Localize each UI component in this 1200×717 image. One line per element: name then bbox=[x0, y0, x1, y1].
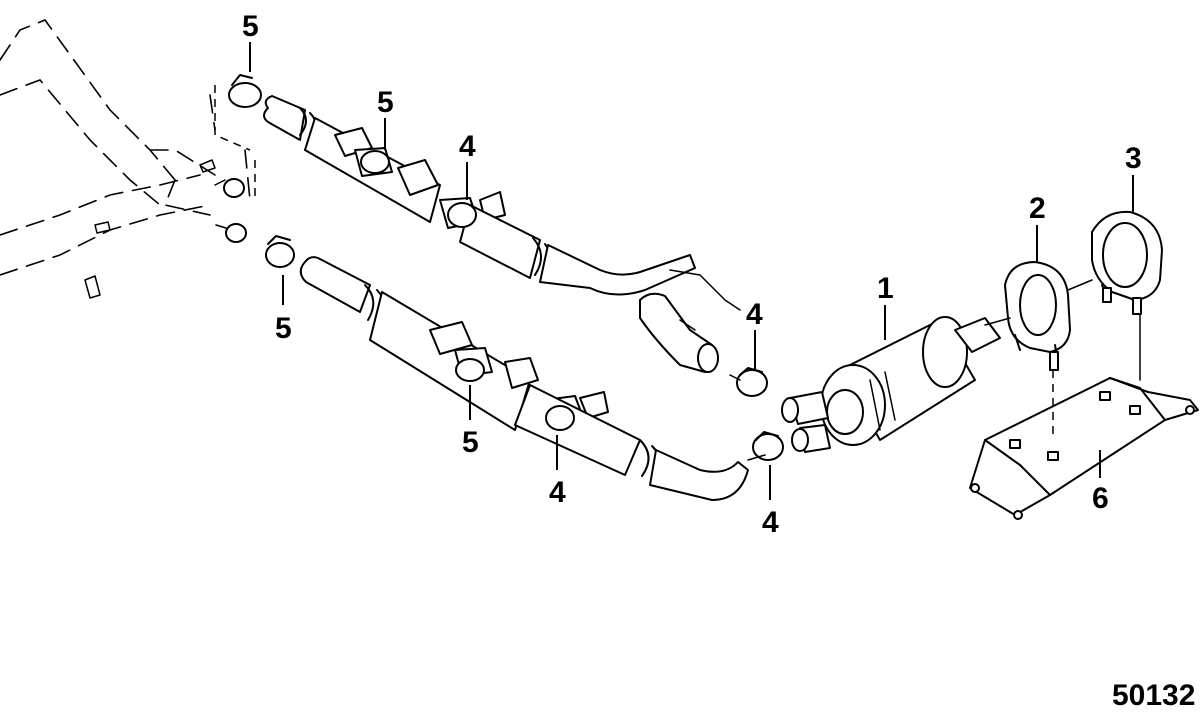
base-plate-6 bbox=[969, 377, 1199, 520]
callout-5-mid: 5 bbox=[377, 86, 394, 119]
callout-5-lower: 5 bbox=[462, 426, 479, 459]
figure-number: 50132 bbox=[1112, 679, 1195, 712]
hose-end-fittings bbox=[214, 178, 247, 243]
clamp-4-pump-upper bbox=[736, 367, 768, 397]
callout-1: 1 bbox=[877, 272, 894, 305]
assembly-lines bbox=[214, 85, 1141, 461]
callout-4-pump-lower: 4 bbox=[762, 506, 779, 539]
clamp-4-upper bbox=[447, 202, 477, 228]
callout-6: 6 bbox=[1092, 482, 1109, 515]
mounting-clamp-2 bbox=[1004, 261, 1071, 371]
callout-4-upper: 4 bbox=[459, 130, 476, 163]
callout-3: 3 bbox=[1125, 142, 1142, 175]
clamp-4-pump-lower bbox=[752, 431, 784, 461]
clamp-5-mid bbox=[360, 150, 390, 174]
callout-labels: 5 5 5 5 4 4 4 4 1 2 3 6 bbox=[242, 10, 1142, 539]
callout-5-top: 5 bbox=[242, 10, 259, 43]
callout-4-lower: 4 bbox=[549, 476, 566, 509]
clamp-5-lower bbox=[455, 358, 485, 382]
callout-2: 2 bbox=[1029, 192, 1046, 225]
lower-hose bbox=[299, 256, 749, 501]
callout-leaders bbox=[249, 42, 1134, 500]
callout-4-pump-upper: 4 bbox=[746, 298, 763, 331]
water-pump bbox=[781, 316, 1001, 453]
callout-5-left: 5 bbox=[275, 312, 292, 345]
clamp-4-lower bbox=[545, 405, 575, 431]
mounting-clamp-3 bbox=[1091, 210, 1163, 315]
clamp-5-top bbox=[228, 74, 262, 108]
clamp-5-left bbox=[265, 235, 295, 268]
engine-outline-dashed bbox=[0, 19, 251, 299]
pump-inlet-hose bbox=[639, 269, 741, 373]
